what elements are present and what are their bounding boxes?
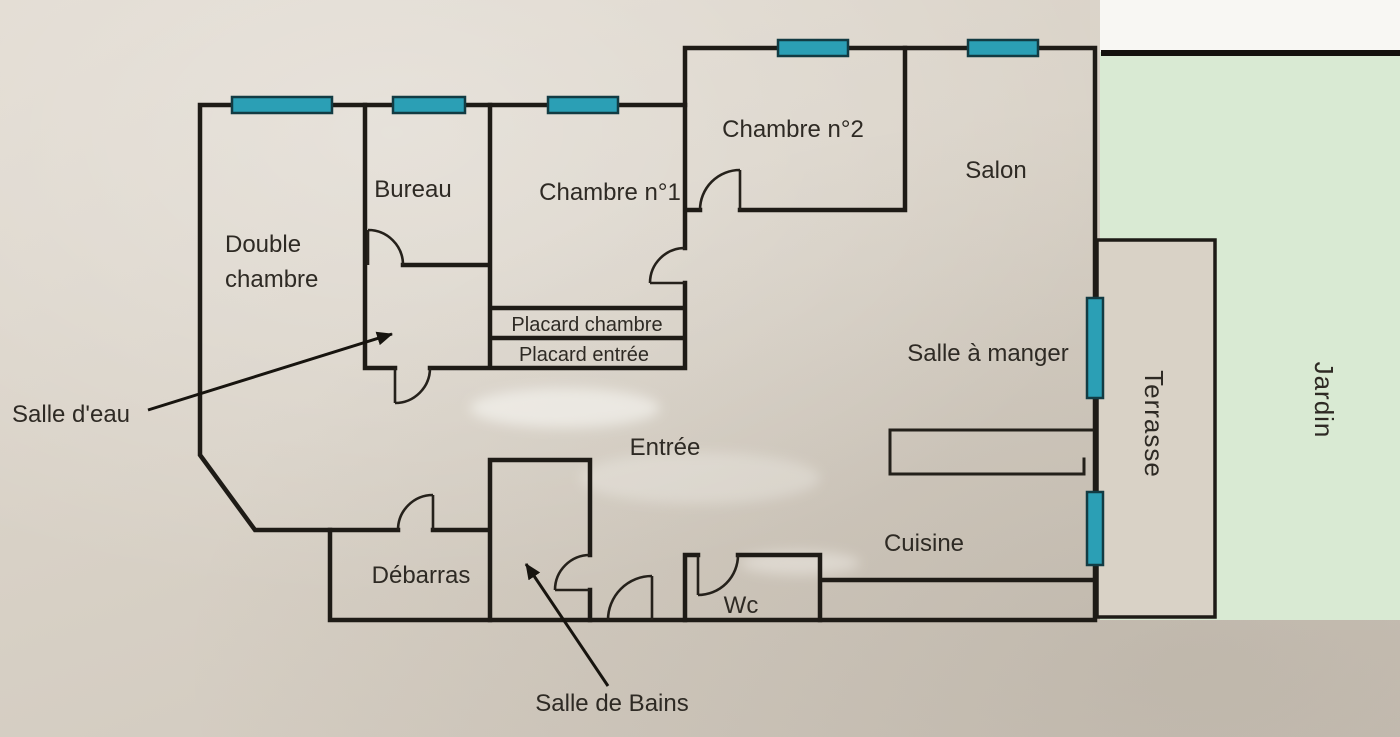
door-arc-debarras: [396, 493, 435, 531]
door-arc-salle-de-bains: [553, 553, 591, 592]
room-label-salle-a-manger: Salle à manger: [907, 340, 1068, 367]
doors: [366, 168, 742, 621]
paper-smudges: [470, 388, 860, 575]
salle-de-bains-arrow: [524, 563, 610, 687]
callout-label-salle-deau: Salle d'eau: [12, 401, 130, 428]
paper-smudge: [470, 388, 660, 428]
dining-counter: [888, 428, 1094, 476]
window-chambre2: [776, 38, 850, 58]
window-double-chambre: [230, 95, 334, 115]
callouts: Salle d'eau Salle de Bains: [12, 331, 689, 717]
room-label-placard-entree: Placard entrée: [519, 344, 649, 366]
window-salle-a-manger: [1085, 296, 1105, 400]
window-salon: [966, 38, 1040, 58]
room-label-wc: Wc: [724, 592, 759, 619]
room-label-cuisine: Cuisine: [884, 530, 964, 557]
room-label-bureau: Bureau: [374, 176, 451, 203]
window-bureau: [391, 95, 467, 115]
windows: [230, 38, 1105, 567]
paper-smudge: [580, 452, 820, 504]
window-chambre1: [546, 95, 620, 115]
room-label-debarras: Débarras: [372, 562, 471, 589]
top-right-margin: [1100, 0, 1400, 52]
door-arc-chambre2: [698, 168, 742, 211]
room-label-chambre1: Chambre n°1: [539, 179, 681, 206]
room-label-terrasse: Terrasse: [1139, 370, 1169, 478]
room-label-placard-chambre: Placard chambre: [511, 314, 662, 336]
salle-deau-arrow: [147, 331, 393, 412]
door-arc-bureau: [366, 228, 405, 266]
door-arc-salle-deau: [393, 367, 432, 405]
room-labels: Chambre n°2 Salon Bureau Chambre n°1 Dou…: [225, 116, 1339, 619]
room-label-double-chambre-line2: chambre: [225, 266, 318, 293]
room-label-entree: Entrée: [630, 434, 701, 461]
room-label-salon: Salon: [965, 157, 1026, 184]
exterior-walls: [197, 45, 1098, 623]
interior-walls: [327, 45, 1098, 623]
door-arc-wc: [696, 554, 740, 597]
room-label-double-chambre-line1: Double: [225, 231, 301, 258]
room-label-chambre2: Chambre n°2: [722, 116, 864, 143]
door-arc-chambre1: [648, 246, 686, 285]
callout-label-salle-de-bains: Salle de Bains: [535, 690, 688, 717]
room-label-jardin: Jardin: [1309, 362, 1339, 439]
window-cuisine: [1085, 490, 1105, 567]
door-arc-hallway: [606, 574, 654, 621]
